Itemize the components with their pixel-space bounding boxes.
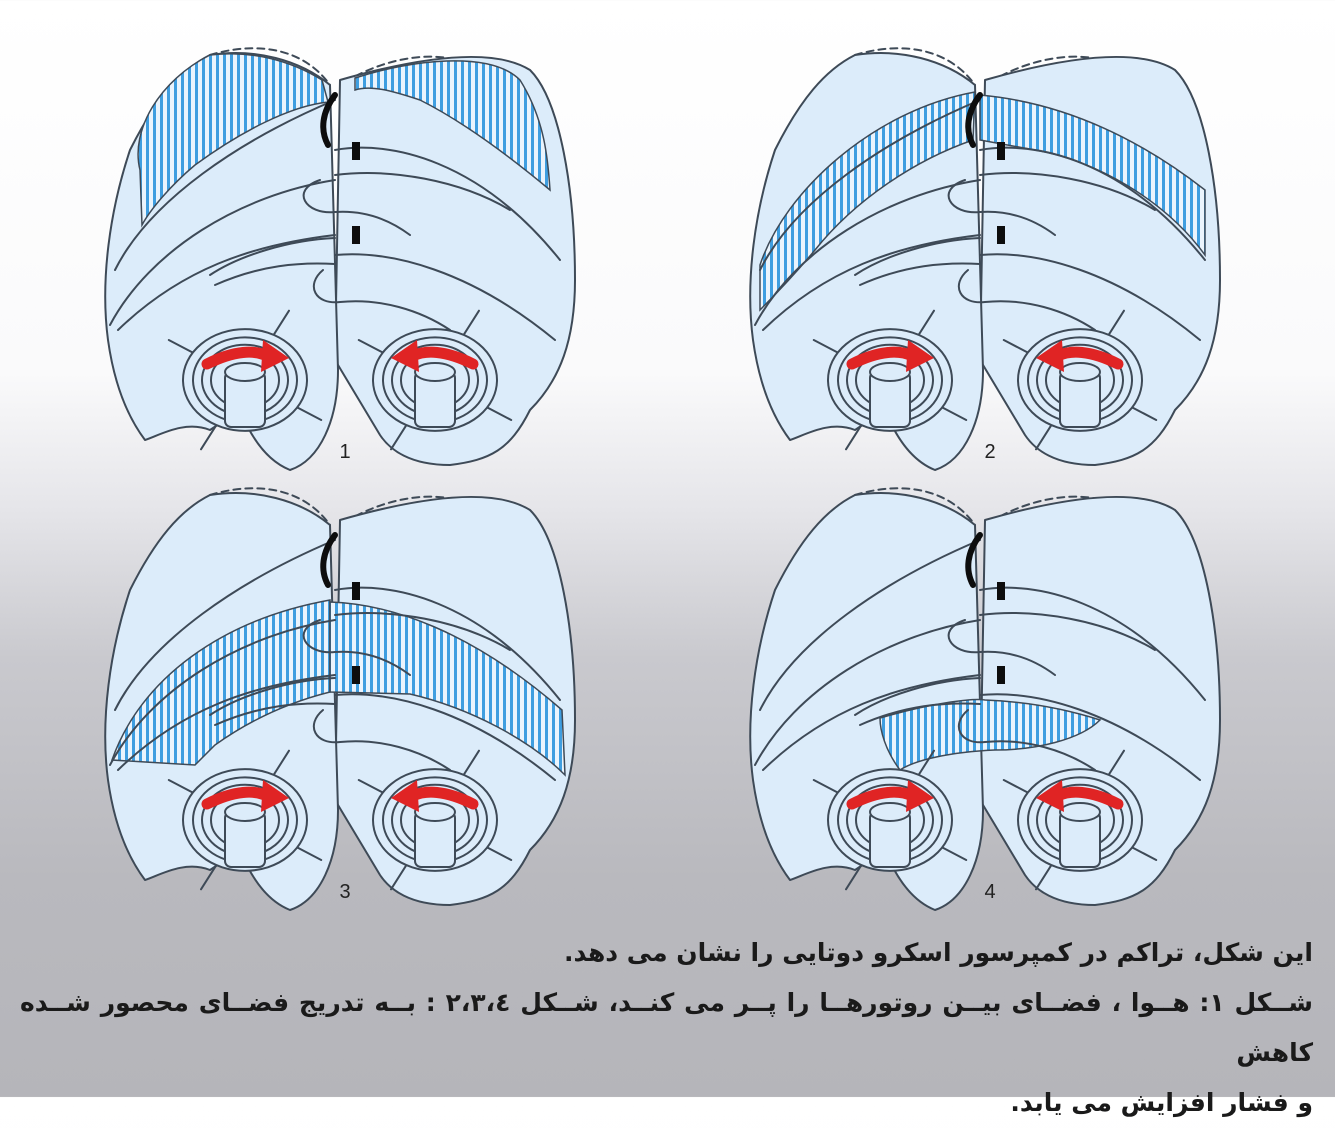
female-shaft-top (414, 802, 456, 822)
trapped-air-region-1 (759, 91, 976, 312)
mesh-seal-mark-1 (352, 582, 360, 600)
female-shaft-top (1059, 802, 1101, 822)
female-lobe-line-5 (312, 709, 451, 771)
female-lobe-line-2 (334, 612, 511, 651)
male-shaft-top (869, 802, 911, 822)
compressor-panel-4: 4 (749, 487, 1221, 911)
male-lobe-line-3 (117, 234, 336, 331)
female-lobe-line-3 (302, 619, 411, 676)
male-lobe-line-5 (214, 262, 336, 286)
female-lobe-line-2 (979, 612, 1156, 651)
female-rotation-arrowhead (391, 340, 419, 372)
male-shaft-top (224, 802, 266, 822)
male-shaft-top (869, 362, 911, 382)
panel-label-2: 2 (984, 441, 995, 463)
mesh-seal-mark-2 (997, 666, 1005, 684)
mesh-seal-line (320, 92, 338, 148)
caption-line-3: و فشار افزایش می یابد. (1010, 1088, 1313, 1117)
mesh-seal-line (320, 532, 338, 588)
figure-caption: این شکل، تراکم در کمپرسور اسکرو دوتایی ر… (20, 928, 1313, 1128)
female-lobe-line-4 (979, 693, 1201, 781)
female-lobe-line-3 (302, 179, 411, 236)
mesh-seal-mark-1 (997, 582, 1005, 600)
panel-label-4: 4 (984, 881, 995, 903)
male-rotation-arrowhead (261, 780, 289, 812)
male-lobe-line-2 (754, 179, 981, 326)
male-shaft-top (224, 362, 266, 382)
male-lobe-line-3 (117, 674, 336, 771)
caption-line-2: شــکل ۱: هــوا ، فضــای بیــن روتورهــا … (20, 988, 1314, 1067)
male-lobe-line-2 (109, 179, 336, 326)
female-rotation-arrowhead (1036, 340, 1064, 372)
mesh-seal-line (965, 532, 983, 588)
male-lobe-line-4 (854, 237, 981, 276)
male-lobe-line-3 (762, 234, 981, 331)
male-lobe-line-4 (854, 677, 981, 716)
male-lobe-line-1 (114, 99, 336, 271)
caption-line-1: این شکل، تراکم در کمپرسور اسکرو دوتایی ر… (564, 938, 1313, 967)
female-lobe-line-5 (312, 269, 451, 331)
female-lobe-line-4 (979, 253, 1201, 341)
male-lobe-line-1 (759, 539, 981, 711)
male-lobe-line-1 (114, 539, 336, 711)
trapped-air-region-1 (137, 52, 329, 228)
male-lobe-line-5 (214, 702, 336, 726)
rotor-tip-dashed-left (854, 47, 976, 86)
male-rotation-arrowhead (261, 340, 289, 372)
trapped-air-region-1 (110, 599, 331, 766)
mesh-seal-mark-2 (352, 226, 360, 244)
panel-label-1: 1 (339, 441, 350, 463)
female-lobe-line-2 (979, 172, 1156, 211)
female-lobe-line-5 (957, 709, 1096, 771)
mesh-seal-mark-1 (997, 142, 1005, 160)
rotor-tip-dashed-left (209, 47, 331, 86)
female-lobe-line-2 (334, 172, 511, 211)
male-lobe-line-5 (859, 262, 981, 286)
mesh-seal-mark-1 (352, 142, 360, 160)
female-rotation-arrowhead (391, 780, 419, 812)
female-shaft-top (1059, 362, 1101, 382)
compressor-panel-2: 2 (749, 47, 1221, 471)
male-lobe-line-1 (759, 99, 981, 271)
rotor-tip-dashed-left (854, 487, 976, 526)
male-lobe-line-2 (109, 619, 336, 766)
male-lobe-line-2 (754, 619, 981, 766)
male-rotation-arrowhead (906, 340, 934, 372)
female-lobe-line-5 (957, 269, 1096, 331)
female-lobe-line-3 (947, 179, 1056, 236)
female-lobe-line-4 (334, 253, 556, 341)
female-lobe-line-4 (334, 693, 556, 781)
trapped-air-region-2 (354, 60, 551, 192)
mesh-seal-mark-2 (997, 226, 1005, 244)
male-lobe-line-4 (209, 677, 336, 716)
male-rotation-arrowhead (906, 780, 934, 812)
panel-label-3: 3 (339, 881, 350, 903)
female-shaft-top (414, 362, 456, 382)
female-rotation-arrowhead (1036, 780, 1064, 812)
male-lobe-line-4 (209, 237, 336, 276)
compressor-panel-3: 3 (104, 487, 576, 911)
compressor-panel-1: 1 (104, 47, 576, 471)
mesh-seal-mark-2 (352, 666, 360, 684)
mesh-seal-line (965, 92, 983, 148)
rotor-tip-dashed-left (209, 487, 331, 526)
female-lobe-line-3 (947, 619, 1056, 676)
male-lobe-line-5 (859, 702, 981, 726)
trapped-air-region-2 (329, 601, 566, 777)
male-lobe-line-3 (762, 674, 981, 771)
screw-compressor-diagram: 1 2 3 4 (104, 47, 1221, 911)
